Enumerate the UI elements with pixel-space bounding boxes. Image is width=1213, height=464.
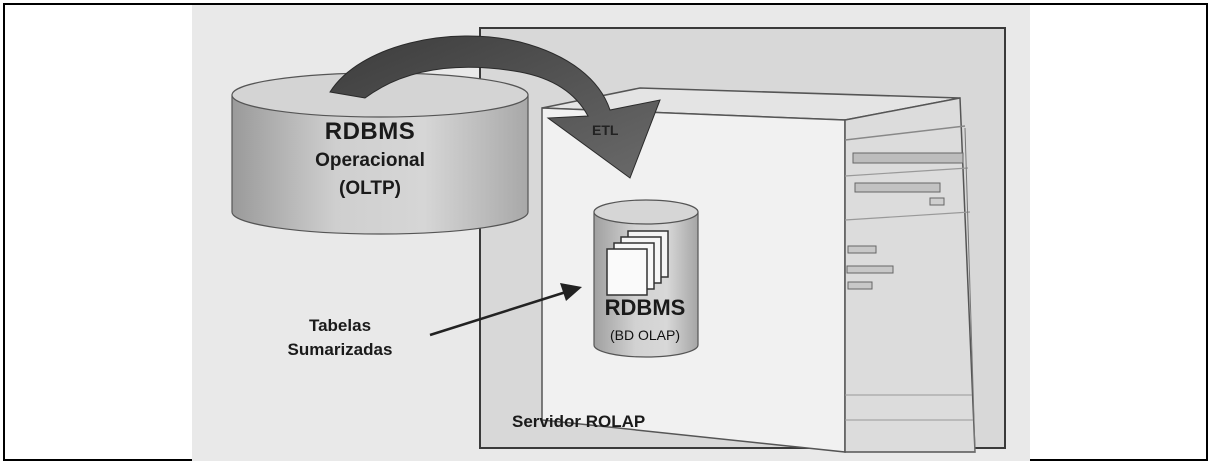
callout-line2: Sumarizadas [287,340,393,359]
source-db-title: RDBMS [324,118,416,145]
olap-db-subtitle: (BD OLAP) [609,327,680,343]
etl-arrow-icon [329,35,661,179]
source-database-icon [231,72,529,235]
summarized-tables-icon [606,230,669,296]
callout-arrow-icon [429,283,582,337]
callout-line1: Tabelas [308,316,372,335]
server-label: Servidor ROLAP [512,412,646,431]
olap-db-title: RDBMS [604,295,686,320]
etl-label: ETL [592,122,619,138]
source-db-line2: Operacional [315,150,425,171]
source-db-line3: (OLTP) [339,178,401,199]
